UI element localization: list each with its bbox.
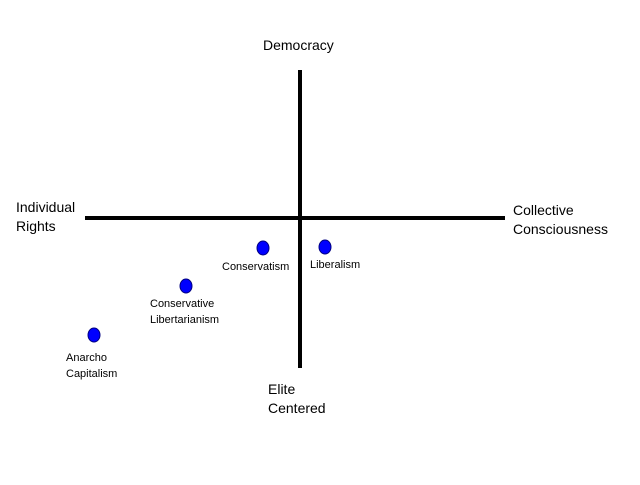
point-label-conservatism: Conservatism bbox=[222, 261, 290, 273]
point-label-liberalism: Liberalism bbox=[310, 259, 361, 271]
axis-label-left: Individual Rights bbox=[16, 199, 76, 234]
point-liberalism bbox=[318, 239, 332, 255]
axis-label-top: Democracy bbox=[263, 37, 334, 53]
point-anarcho-capitalism bbox=[87, 327, 101, 343]
axis-label-right: Collective Consciousness bbox=[513, 202, 608, 237]
point-conservative-libertarianism bbox=[179, 278, 193, 294]
axis-label-bottom: Elite Centered bbox=[268, 381, 326, 416]
point-conservatism bbox=[256, 240, 270, 256]
point-label-conservative-libertarianism: Conservative Libertarianism bbox=[150, 298, 220, 326]
point-label-anarcho-capitalism: Anarcho Capitalism bbox=[66, 352, 118, 380]
